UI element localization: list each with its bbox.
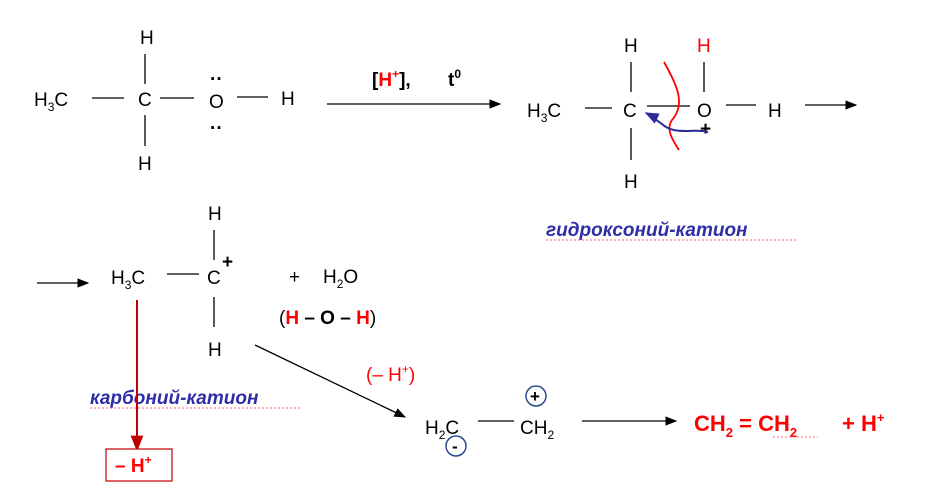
lone-pair-top: ·· — [210, 69, 223, 90]
lone-pair-bottom: ·· — [210, 118, 223, 139]
atom-o: O — [697, 101, 712, 122]
hydroxonium-caption: гидроксоний-катион — [546, 220, 748, 241]
charge-plus: + — [222, 252, 233, 273]
electron-shift-arrow — [644, 112, 709, 133]
ethylene-product: CH2 = CH2 — [694, 411, 797, 440]
atom-ch3: H3C — [527, 101, 561, 125]
atom-h2c: H2C — [425, 418, 459, 442]
atom-h: H — [140, 28, 154, 49]
carbonium-caption: карбоний-катион — [90, 388, 259, 409]
atom-ch2: CH2 — [520, 418, 554, 442]
atom-h: H — [624, 172, 638, 193]
ylide-intermediate: H2C CH2 + - — [425, 385, 554, 457]
atom-h: H — [138, 154, 152, 175]
atom-c: C — [623, 101, 637, 122]
proton-product: + H+ — [842, 410, 885, 436]
plus-sign: + — [289, 267, 300, 288]
catalyst-label: [H+], — [372, 67, 411, 91]
atom-h: H — [281, 89, 295, 110]
charge-minus: - — [452, 437, 458, 456]
water-structure: (H – O – H) — [279, 308, 376, 329]
water-formula: H2O — [323, 267, 358, 291]
atom-h: H — [768, 101, 782, 122]
atom-c: C — [207, 268, 221, 289]
atom-h: H — [208, 340, 222, 361]
charge-plus: + — [700, 119, 711, 140]
charge-plus: + — [530, 387, 540, 406]
protonated-ethanol: H H H3C C O H + H — [527, 36, 782, 193]
atom-h: H — [208, 204, 222, 225]
negative-charge-circle — [445, 435, 467, 457]
atom-o: O — [209, 92, 224, 113]
ethanol-molecule: H H3C C ·· O ·· H H — [34, 28, 295, 175]
temperature-label: t0 — [448, 67, 461, 91]
atom-ch3: H3C — [111, 268, 145, 292]
atom-h-proton: H — [697, 36, 711, 57]
atom-h: H — [624, 36, 638, 57]
carbocation: H H3C C + H — [111, 204, 233, 361]
reaction-arrow-1: [H+], t0 — [327, 67, 502, 109]
atom-c: C — [138, 90, 152, 111]
bond-cleavage-line — [663, 61, 680, 151]
proton-loss-box — [105, 448, 173, 482]
proton-loss-note: (– H+) — [366, 362, 415, 386]
atom-ch3: H3C — [34, 90, 68, 114]
proton-loss-label: – H+ — [115, 453, 152, 477]
positive-charge-circle — [525, 385, 547, 407]
reaction-arrow-4 — [254, 344, 407, 418]
